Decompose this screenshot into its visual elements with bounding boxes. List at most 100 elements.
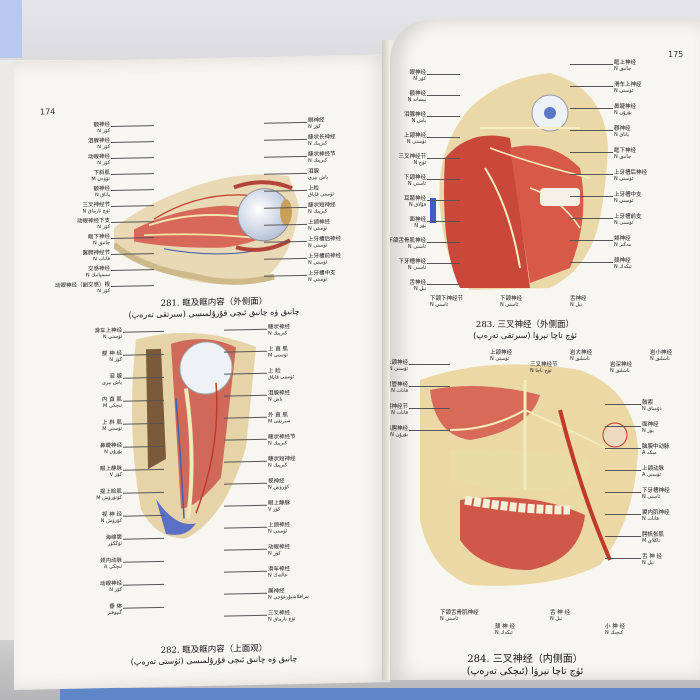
label-chinese: 下颌舌骨肌神经 (390, 238, 426, 244)
label-uyghur: N سىمپاتىك (85, 272, 110, 279)
label-chinese: 眶下神经 (614, 148, 637, 154)
leader-line (224, 548, 267, 551)
label-uyghur: N كۆز (97, 160, 110, 167)
orbit-superior-illustration (132, 332, 256, 539)
leader-line (123, 606, 164, 609)
label-uyghur: N ئۈستى (614, 198, 634, 205)
label-uyghur: N كىرپىك (268, 440, 288, 447)
label-uyghur: V كۆز (109, 472, 122, 479)
label-uyghur: N تاشلىق (650, 356, 670, 363)
label-uyghur: M ئۈستى (102, 426, 122, 433)
label-chinese: 泪腺 (308, 168, 320, 175)
label-uyghur: N پېشانە (407, 97, 426, 104)
label-uyghur: M تۆۋەن (91, 176, 110, 183)
leader-line (570, 64, 613, 65)
label-chinese: 面神经 (409, 217, 426, 223)
label-chinese: 眼神经 (308, 117, 325, 124)
label-uyghur: V كۆز (268, 506, 281, 513)
label-chinese: 上牙槽前支 (614, 214, 642, 220)
label-uyghur: N ياناق (94, 192, 110, 199)
label-chinese: 岩深神经 (610, 362, 633, 368)
label-chinese: 颏 神 经 (495, 624, 515, 630)
label-chinese: 泪腺神经 (268, 390, 291, 397)
label-uyghur: M كۆتۈرۈش (96, 495, 122, 502)
label-uyghur: N ئاستى (407, 265, 426, 272)
leader-line (264, 121, 307, 124)
label-uyghur: N كۆز (97, 144, 110, 151)
label-uyghur: N بۇرۇن (614, 110, 632, 117)
label-chinese: 下颌舌骨肌神经 (440, 610, 479, 616)
label-uyghur: N ئاستى (642, 494, 661, 501)
label-uyghur: N تىل (570, 302, 583, 309)
label-chinese: 下颌神经 (403, 175, 426, 181)
label-chinese: 上颌神经 (390, 360, 408, 366)
label-uyghur: N ئېڭەك (614, 264, 632, 271)
figure-281-illustration (114, 146, 304, 295)
label-uyghur: N بۇرۇن (104, 449, 122, 456)
label-uyghur: N قانات (93, 256, 110, 263)
label-uyghur: M تاڭلاي (642, 538, 661, 545)
label-uyghur: N ئۈستى (390, 366, 408, 373)
label-uyghur: N تىل (413, 286, 426, 293)
leader-line (123, 560, 164, 563)
label-chinese: 眼上静脉 (268, 500, 291, 507)
label-uyghur: N كۆز (97, 224, 110, 231)
label-uyghur: N تىل (642, 560, 655, 567)
label-uyghur: N تاشلىق (610, 368, 630, 375)
label-uyghur: N كۆز (308, 123, 321, 131)
figure-282-illustration (126, 327, 264, 545)
leader-line (111, 141, 154, 143)
label-uyghur: ئۈستى قاپاق (308, 191, 335, 199)
label-uyghur: N بۇرۇن (390, 432, 408, 439)
left-page: 174 281. 眶及眶内容（外侧面） چانىق ۋە چانىق ئىچى … (14, 54, 390, 691)
label-chinese: 耳颞神经 (403, 196, 426, 202)
label-uyghur: N چانىق (614, 154, 632, 161)
label-chinese: 翼腭神经节 (390, 404, 408, 410)
label-chinese: 面神经 (642, 422, 659, 428)
label-uyghur: N ئۈستى (268, 528, 288, 535)
label-chinese: 鼻睫神经 (614, 104, 637, 110)
label-uyghur: N ئۈستى (102, 334, 122, 341)
label-uyghur: N كۆز (97, 128, 110, 135)
label-uyghur: A مېڭە (642, 450, 657, 457)
label-uyghur: N ئۈستى (490, 356, 510, 363)
caption-chinese: 284. 三叉神经（内侧面） (467, 654, 583, 665)
